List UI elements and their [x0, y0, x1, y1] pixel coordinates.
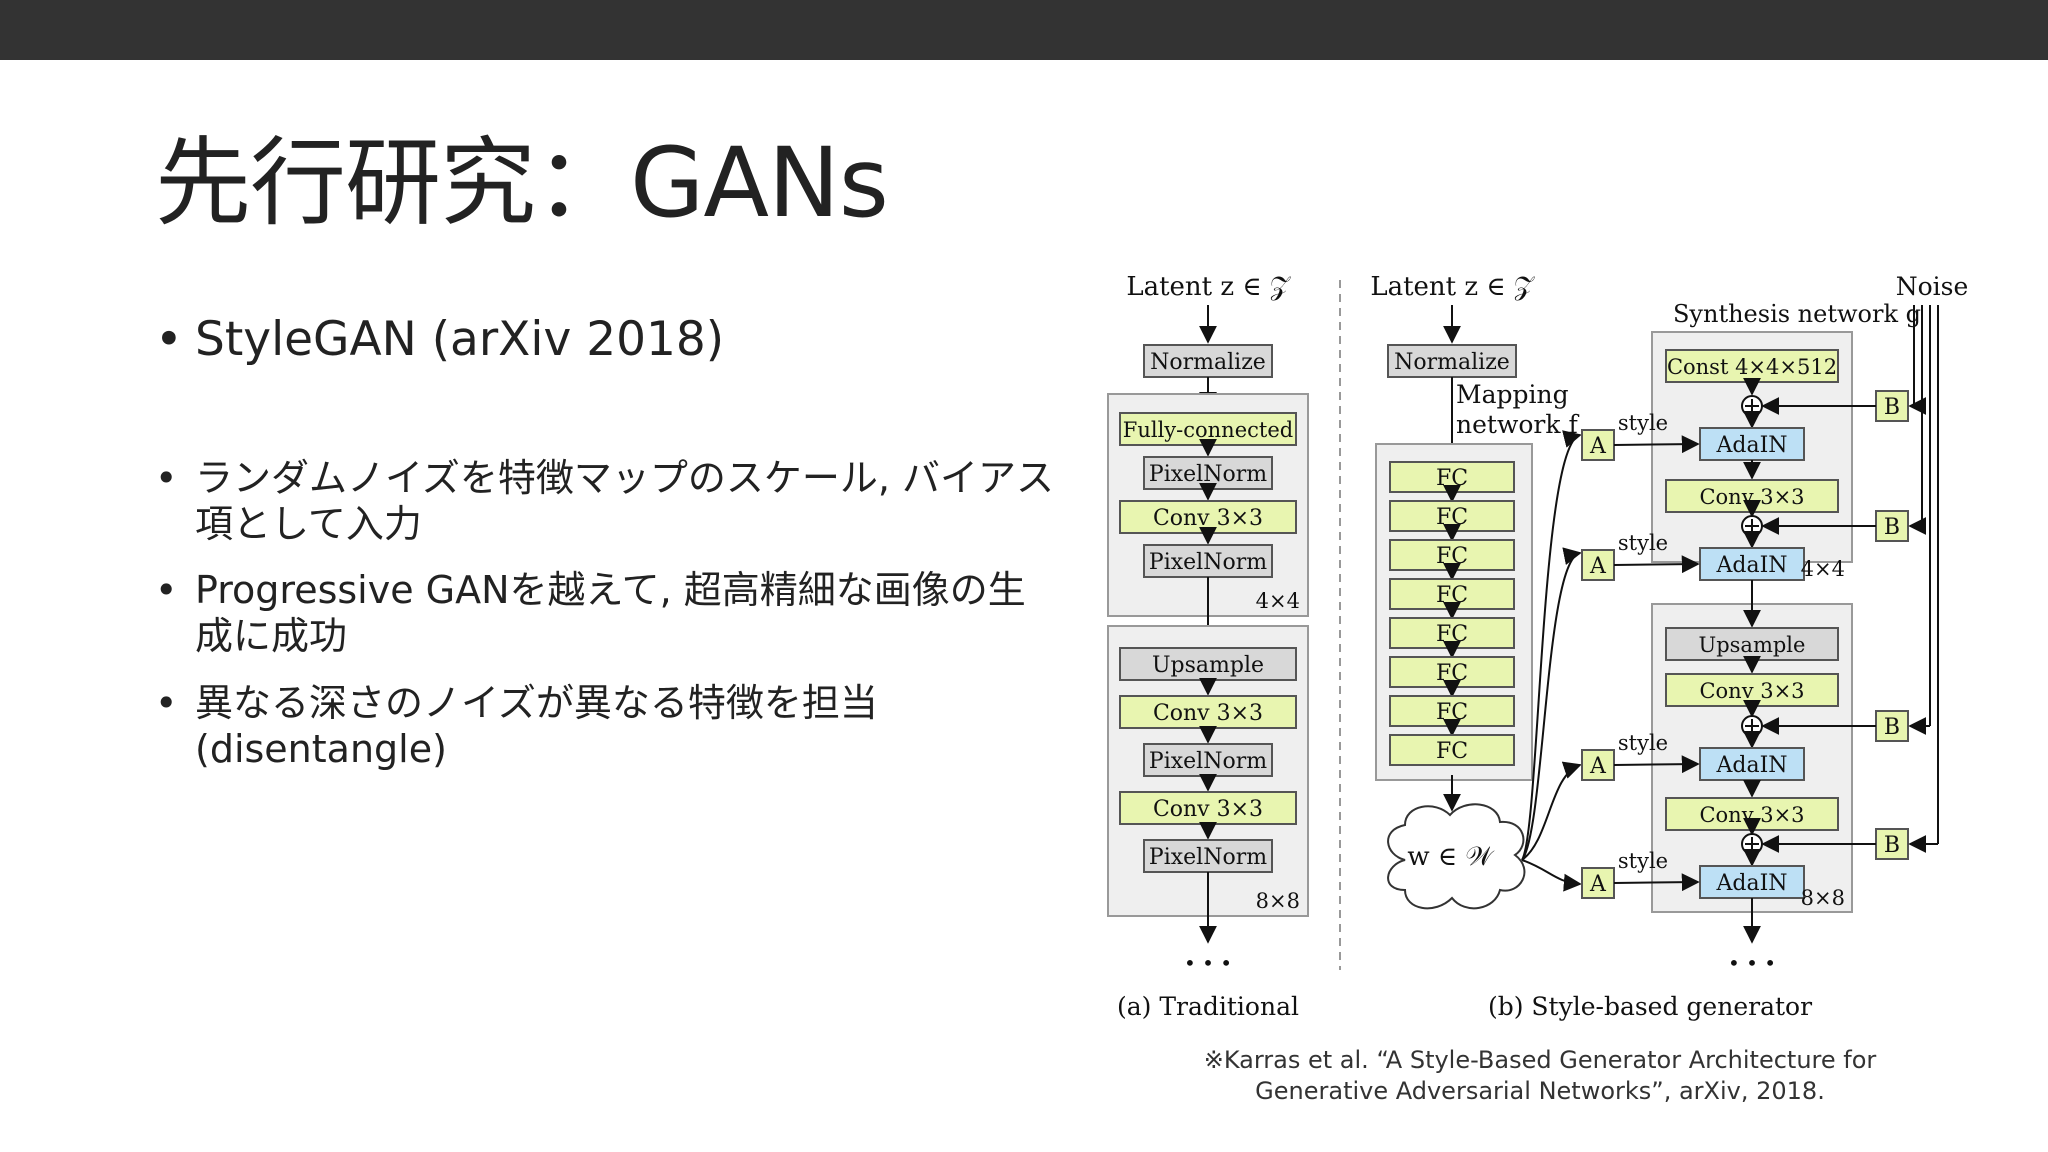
w-space-cloud [1387, 803, 1526, 910]
adain-label: AdaIN [1715, 433, 1787, 458]
style-label: style [1618, 411, 1668, 435]
mapping-fc-label: FC [1436, 466, 1468, 491]
conv-label: Conv 3×3 [1699, 679, 1804, 703]
style-label: style [1618, 849, 1668, 873]
mapping-fc-label: FC [1436, 661, 1468, 686]
fc-stack: FC FC FC FC FC FC FC FC [1389, 461, 1515, 766]
trad-normalize-box [1143, 344, 1273, 378]
bullet-text: Progressive GANを越えて, 超高精細な画像の生成に成功 [195, 568, 1026, 658]
arrow [1613, 555, 1700, 574]
style-dots: • • • [1728, 951, 1776, 975]
trad-pixelnorm-label: PixelNorm [1149, 462, 1267, 487]
adain-label: AdaIN [1715, 871, 1787, 896]
conv-label: Conv 3×3 [1699, 485, 1804, 509]
w-space-label: w ∈ 𝒲 [1407, 842, 1495, 872]
top-bar [0, 0, 2048, 60]
a-affine-box [1581, 749, 1615, 781]
stylegan-architecture-figure: Latent z ∈ 𝒵 Normalize Fully-connected P… [1100, 270, 1980, 1030]
arrow [1613, 873, 1700, 892]
bullet-dot: • [155, 568, 178, 612]
bullet-dot: • [155, 312, 183, 367]
style-normalize-label: Normalize [1394, 350, 1510, 375]
citation-line-1: ※Karras et al. “A Style-Based Generator … [1203, 1046, 1877, 1074]
mapping-network-block [1375, 443, 1533, 781]
b-noise-scale-label: B [1884, 715, 1900, 740]
trad-pixelnorm-box [1143, 839, 1273, 873]
trad-conv-box [1119, 791, 1297, 825]
style-res-8x8: 8×8 [1801, 886, 1845, 910]
const-input-box [1665, 349, 1839, 383]
bullet-text: StyleGAN (arXiv 2018) [195, 312, 725, 367]
style-label: style [1618, 531, 1668, 555]
b-noise-scale-box [1875, 390, 1909, 422]
style-latent-label: Latent z ∈ 𝒵 [1370, 272, 1535, 302]
trad-conv-label: Conv 3×3 [1153, 701, 1263, 726]
slide-title: 先行研究：GANs [155, 127, 889, 239]
a-affine-label: A [1589, 872, 1607, 897]
arrow [1613, 755, 1700, 774]
adain-box [1699, 747, 1805, 781]
synthesis-label: Synthesis network g [1673, 300, 1921, 328]
mapping-fc-label: FC [1436, 700, 1468, 725]
mapping-label-2: network f [1456, 410, 1579, 439]
style-based-generator: Latent z ∈ 𝒵 Normalize Mapping network f… [1370, 272, 1968, 1021]
upsample-label: Upsample [1699, 633, 1806, 657]
trad-pixelnorm-label: PixelNorm [1149, 550, 1267, 575]
bullet-text: ランダムノイズを特徴マップのスケール, バイアス項として入力 [195, 456, 1055, 546]
arrow [1613, 435, 1700, 454]
adain-label: AdaIN [1715, 753, 1787, 778]
bullet-text: 異なる深さのノイズが異なる特徴を担当(disentangle) [195, 681, 878, 771]
style-caption: (b) Style-based generator [1488, 992, 1812, 1021]
traditional-generator: Latent z ∈ 𝒵 Normalize Fully-connected P… [1107, 272, 1309, 1021]
trad-upsample-label: Upsample [1152, 653, 1264, 678]
const-input-label: Const 4×4×512 [1667, 355, 1837, 379]
mapping-fc-box [1389, 734, 1515, 766]
mapping-fc-label: FC [1436, 544, 1468, 569]
trad-conv-label: Conv 3×3 [1153, 797, 1263, 822]
trad-fc-label: Fully-connected [1123, 418, 1293, 442]
trad-pixelnorm-label: PixelNorm [1149, 845, 1267, 870]
trad-caption: (a) Traditional [1117, 992, 1299, 1021]
trad-latent-label: Latent z ∈ 𝒵 [1126, 272, 1291, 302]
trad-pixelnorm-label: PixelNorm [1149, 749, 1267, 774]
mapping-fc-label: FC [1436, 583, 1468, 608]
adain-box [1699, 865, 1805, 899]
mapping-label-1: Mapping [1456, 380, 1569, 409]
citation: ※Karras et al. “A Style-Based Generator … [1150, 1045, 1930, 1107]
trad-fc-box [1119, 412, 1297, 446]
b-noise-scale-box [1875, 510, 1909, 542]
mapping-fc-label: FC [1436, 622, 1468, 647]
conv-label: Conv 3×3 [1699, 803, 1804, 827]
b-noise-scale-label: B [1884, 395, 1900, 420]
a-affine-label: A [1589, 554, 1607, 579]
a-affine-label: A [1589, 434, 1607, 459]
adain-label: AdaIN [1715, 553, 1787, 578]
mapping-fc-label: FC [1436, 505, 1468, 530]
noise-label: Noise [1896, 272, 1969, 301]
citation-line-2: Generative Adversarial Networks”, arXiv,… [1255, 1077, 1825, 1105]
style-label: style [1618, 731, 1668, 755]
trad-res-8x8: 8×8 [1256, 889, 1300, 913]
trad-normalize-label: Normalize [1150, 350, 1266, 375]
adain-box [1699, 547, 1805, 581]
mapping-fc-label: FC [1436, 739, 1468, 764]
bullet-dot: • [155, 681, 178, 725]
trad-pixelnorm-box [1143, 743, 1273, 777]
trad-conv-box [1119, 695, 1297, 729]
trad-conv-label: Conv 3×3 [1153, 506, 1263, 531]
a-affine-label: A [1589, 754, 1607, 779]
trad-upsample-box [1119, 647, 1297, 681]
b-noise-scale-label: B [1884, 833, 1900, 858]
style-res-4x4: 4×4 [1801, 557, 1845, 581]
b-noise-scale-box [1875, 710, 1909, 742]
b-noise-scale-label: B [1884, 515, 1900, 540]
trad-dots: • • • [1184, 951, 1232, 975]
trad-res-4x4: 4×4 [1256, 589, 1300, 613]
bullet-dot: • [155, 456, 178, 500]
